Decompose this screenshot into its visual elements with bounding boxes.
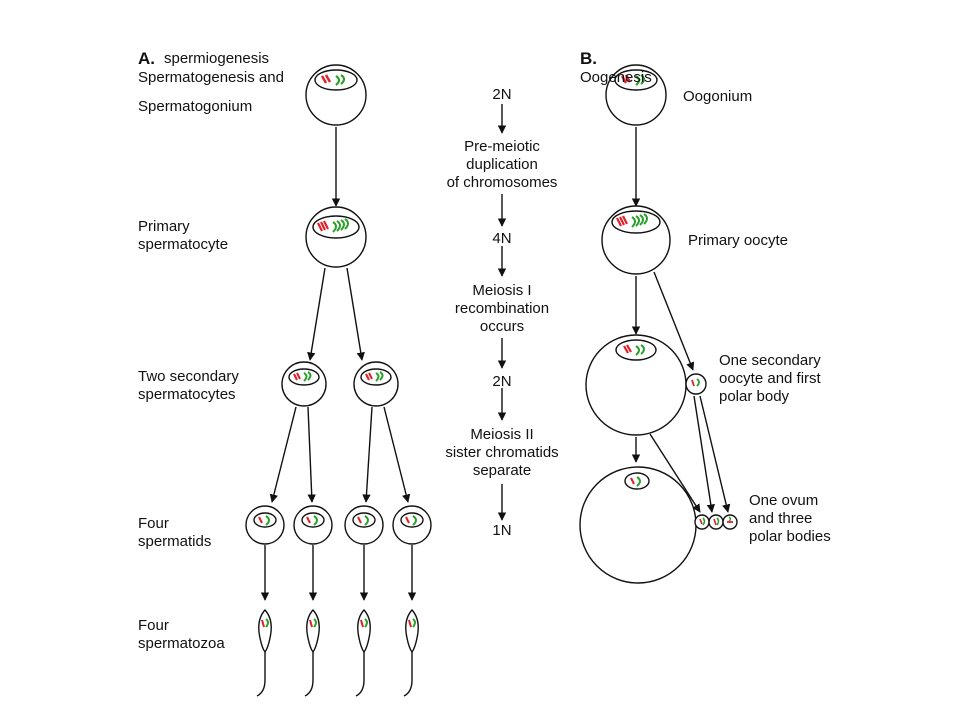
step-meiosis-1: Meiosis I recombination occurs [454, 282, 550, 335]
label-primary-oocyte: Primary oocyte [688, 232, 789, 249]
label-spermatogonium: Spermatogonium [138, 98, 253, 115]
panel-a-letter: A. [138, 49, 155, 68]
arrow [362, 406, 373, 503]
spermatozoon [355, 608, 371, 697]
label-spermatozoa: Four spermatozoa [138, 617, 225, 652]
cell-spermatogonium [305, 64, 367, 126]
cell-spermatid [245, 505, 285, 545]
first-polar-body [685, 373, 707, 395]
label-primary-spermatocyte: Primary spermatocyte [138, 218, 229, 253]
cell-secondary-oocyte [585, 334, 687, 436]
label-oogonium: Oogonium [683, 88, 753, 105]
cell-primary-oocyte [601, 205, 671, 275]
arrow [346, 267, 365, 361]
arrow [649, 433, 701, 513]
spermatozoon [403, 608, 419, 697]
label-secondary-spermatocytes: Two secondary spermatocytes [138, 368, 239, 403]
cell-spermatid [344, 505, 384, 545]
cell-secondary-spermatocyte [281, 361, 327, 407]
arrow [699, 395, 731, 513]
panel-b-header: B. Oogenesis [580, 32, 652, 87]
panel-b-letter: B. [580, 49, 597, 68]
cell-spermatid [392, 505, 432, 545]
spermatozoon [304, 608, 320, 697]
label-spermatids: Four spermatids [138, 515, 212, 550]
polar-body [694, 514, 710, 530]
arrow [383, 406, 411, 503]
cell-primary-spermatocyte [305, 206, 367, 268]
arrow [653, 271, 695, 371]
ploidy-1n: 1N [492, 522, 512, 539]
cell-spermatid [293, 505, 333, 545]
arrow [269, 406, 297, 503]
panel-a-title-line2: spermiogenesis [164, 50, 270, 67]
panel-a-header: A. Spermatogenesis and [138, 32, 284, 87]
label-ovum: One ovum and three polar bodies [749, 492, 831, 545]
cell-ovum [579, 466, 697, 584]
spermatozoon [256, 608, 272, 697]
label-secondary-oocyte: One secondary oocyte and first polar bod… [719, 352, 821, 405]
polar-body [722, 514, 738, 530]
arrow [307, 267, 326, 361]
step-meiosis-2: Meiosis II sister chromatids separate [445, 426, 559, 479]
ploidy-2n-top: 2N [492, 86, 512, 103]
cell-secondary-spermatocyte [353, 361, 399, 407]
ploidy-2n-mid: 2N [492, 373, 512, 390]
panel-a-title-line1: Spermatogenesis and [138, 69, 284, 86]
arrow [307, 406, 316, 503]
step-premeiotic-duplication: Pre-meiotic duplication of chromosomes [446, 138, 558, 191]
arrow [693, 395, 715, 513]
ploidy-4n: 4N [492, 230, 512, 247]
polar-body [708, 514, 724, 530]
panel-b-title: Oogenesis [580, 69, 652, 86]
cell-oogonium [605, 64, 667, 126]
